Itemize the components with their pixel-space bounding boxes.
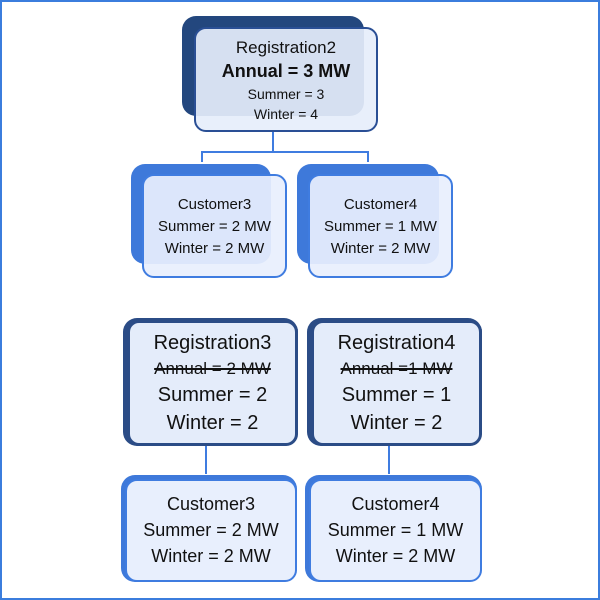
node-card: Registration4 Annual =1 MW Summer = 1 Wi… xyxy=(311,320,482,446)
registration-winter: Winter = 4 xyxy=(253,105,319,122)
registration-title: Registration2 xyxy=(235,37,337,57)
registration-winter: Winter = 2 xyxy=(166,411,259,434)
customer-summer: Summer = 1 MW xyxy=(324,217,437,235)
customer-winter: Winter = 2 MW xyxy=(164,239,265,257)
node-card: Customer4 Summer = 1 MW Winter = 2 MW xyxy=(308,174,453,278)
connector-drop-left xyxy=(201,151,203,162)
node-card: Customer3 Summer = 2 MW Winter = 2 MW xyxy=(142,174,287,278)
customer-summer: Summer = 2 MW xyxy=(143,520,279,540)
registration-annual-struck: Annual = 2 MW xyxy=(154,358,271,378)
customer-title: Customer4 xyxy=(343,195,418,213)
customer4-node-bottom: Customer4 Summer = 1 MW Winter = 2 MW xyxy=(305,475,482,582)
customer-summer: Summer = 1 MW xyxy=(327,520,464,540)
customer-title: Customer3 xyxy=(166,494,256,514)
node-card: Registration2 Annual = 3 MW Summer = 3 W… xyxy=(194,27,378,132)
customer-summer: Summer = 2 MW xyxy=(158,217,271,235)
registration-summer: Summer = 2 xyxy=(157,383,268,406)
connector-reg4-customer4 xyxy=(388,446,390,474)
customer3-node-bottom: Customer3 Summer = 2 MW Winter = 2 MW xyxy=(121,475,297,582)
connector-horizontal xyxy=(201,151,369,153)
registration3-node: Registration3 Annual = 2 MW Summer = 2 W… xyxy=(123,318,298,446)
registration-summer: Summer = 3 xyxy=(247,85,325,102)
registration4-node: Registration4 Annual =1 MW Summer = 1 Wi… xyxy=(307,318,482,446)
node-card: Customer3 Summer = 2 MW Winter = 2 MW xyxy=(125,479,297,582)
connector-vertical xyxy=(272,132,274,152)
customer3-node-top: Customer3 Summer = 2 MW Winter = 2 MW xyxy=(131,164,287,278)
customer-winter: Winter = 2 MW xyxy=(151,546,271,566)
customer-winter: Winter = 2 MW xyxy=(335,546,456,566)
registration-title: Registration3 xyxy=(153,331,272,354)
customer-title: Customer3 xyxy=(177,195,252,213)
registration-annual-struck: Annual =1 MW xyxy=(340,358,453,378)
connector-drop-right xyxy=(367,151,369,162)
node-card: Registration3 Annual = 2 MW Summer = 2 W… xyxy=(127,320,298,446)
node-card: Customer4 Summer = 1 MW Winter = 2 MW xyxy=(309,479,482,582)
registration-winter: Winter = 2 xyxy=(350,411,443,434)
registration-annual: Annual = 3 MW xyxy=(221,60,351,81)
customer-winter: Winter = 2 MW xyxy=(330,239,431,257)
customer4-node-top: Customer4 Summer = 1 MW Winter = 2 MW xyxy=(297,164,453,278)
registration2-node: Registration2 Annual = 3 MW Summer = 3 W… xyxy=(182,16,378,132)
registration-summer: Summer = 1 xyxy=(341,383,452,406)
registration-title: Registration4 xyxy=(337,331,456,354)
customer-title: Customer4 xyxy=(351,494,440,514)
connector-reg3-customer3 xyxy=(205,446,207,474)
